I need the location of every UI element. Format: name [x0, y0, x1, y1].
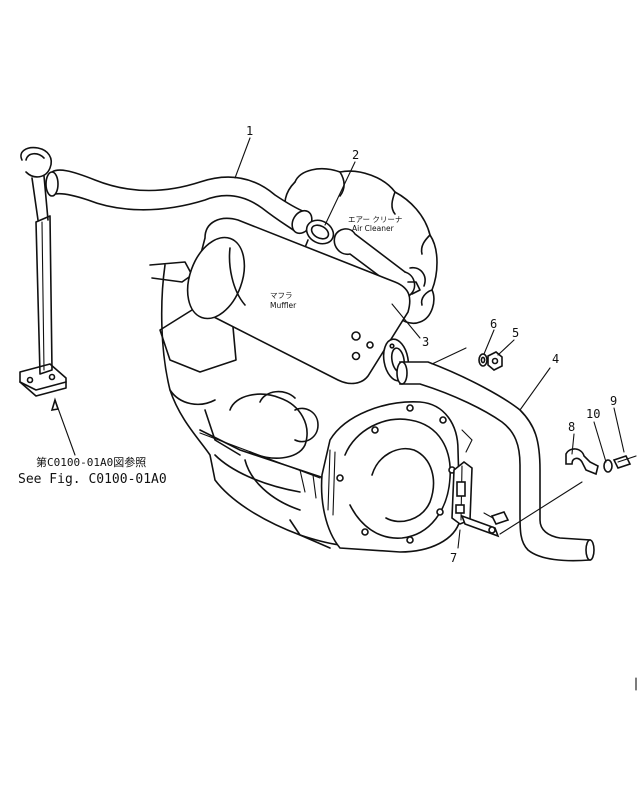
- callout-10: 10: [586, 407, 600, 421]
- reference-note-en: See Fig. C0100-01A0: [18, 472, 167, 487]
- bolt-part-9: [612, 455, 637, 469]
- air-cleaner-label-en: Air Cleaner: [352, 224, 395, 233]
- leader-lines: [50, 137, 625, 549]
- muffler: [186, 217, 411, 385]
- callout-5: 5: [512, 326, 519, 340]
- bracket-bolt: [483, 511, 510, 525]
- reference-note-jp: 第C0100-01A0図参照: [36, 455, 146, 469]
- callout-4: 4: [552, 352, 559, 366]
- callout-1: 1: [246, 124, 253, 138]
- callout-9: 9: [610, 394, 617, 408]
- rain-cap-support: [19, 146, 67, 397]
- muffler-label-en: Muffler: [270, 301, 297, 310]
- air-cleaner-label-jp: エアー クリーナ: [348, 215, 402, 224]
- muffler-label-jp: マフラ: [270, 291, 293, 300]
- callout-8: 8: [568, 420, 575, 434]
- mounting-bracket: [451, 460, 500, 538]
- callout-3: 3: [422, 335, 429, 349]
- nut-part-5: [487, 351, 503, 371]
- hose-clamp: [303, 219, 335, 253]
- pipe-clamp-part-8: [565, 448, 599, 476]
- washer-part-6: [478, 353, 488, 367]
- washer-part-10: [603, 459, 613, 473]
- intake-pipe: [45, 169, 313, 235]
- callout-2: 2: [352, 148, 359, 162]
- flywheel-housing: [320, 401, 461, 553]
- callout-7: 7: [450, 551, 457, 565]
- callout-6: 6: [490, 317, 497, 331]
